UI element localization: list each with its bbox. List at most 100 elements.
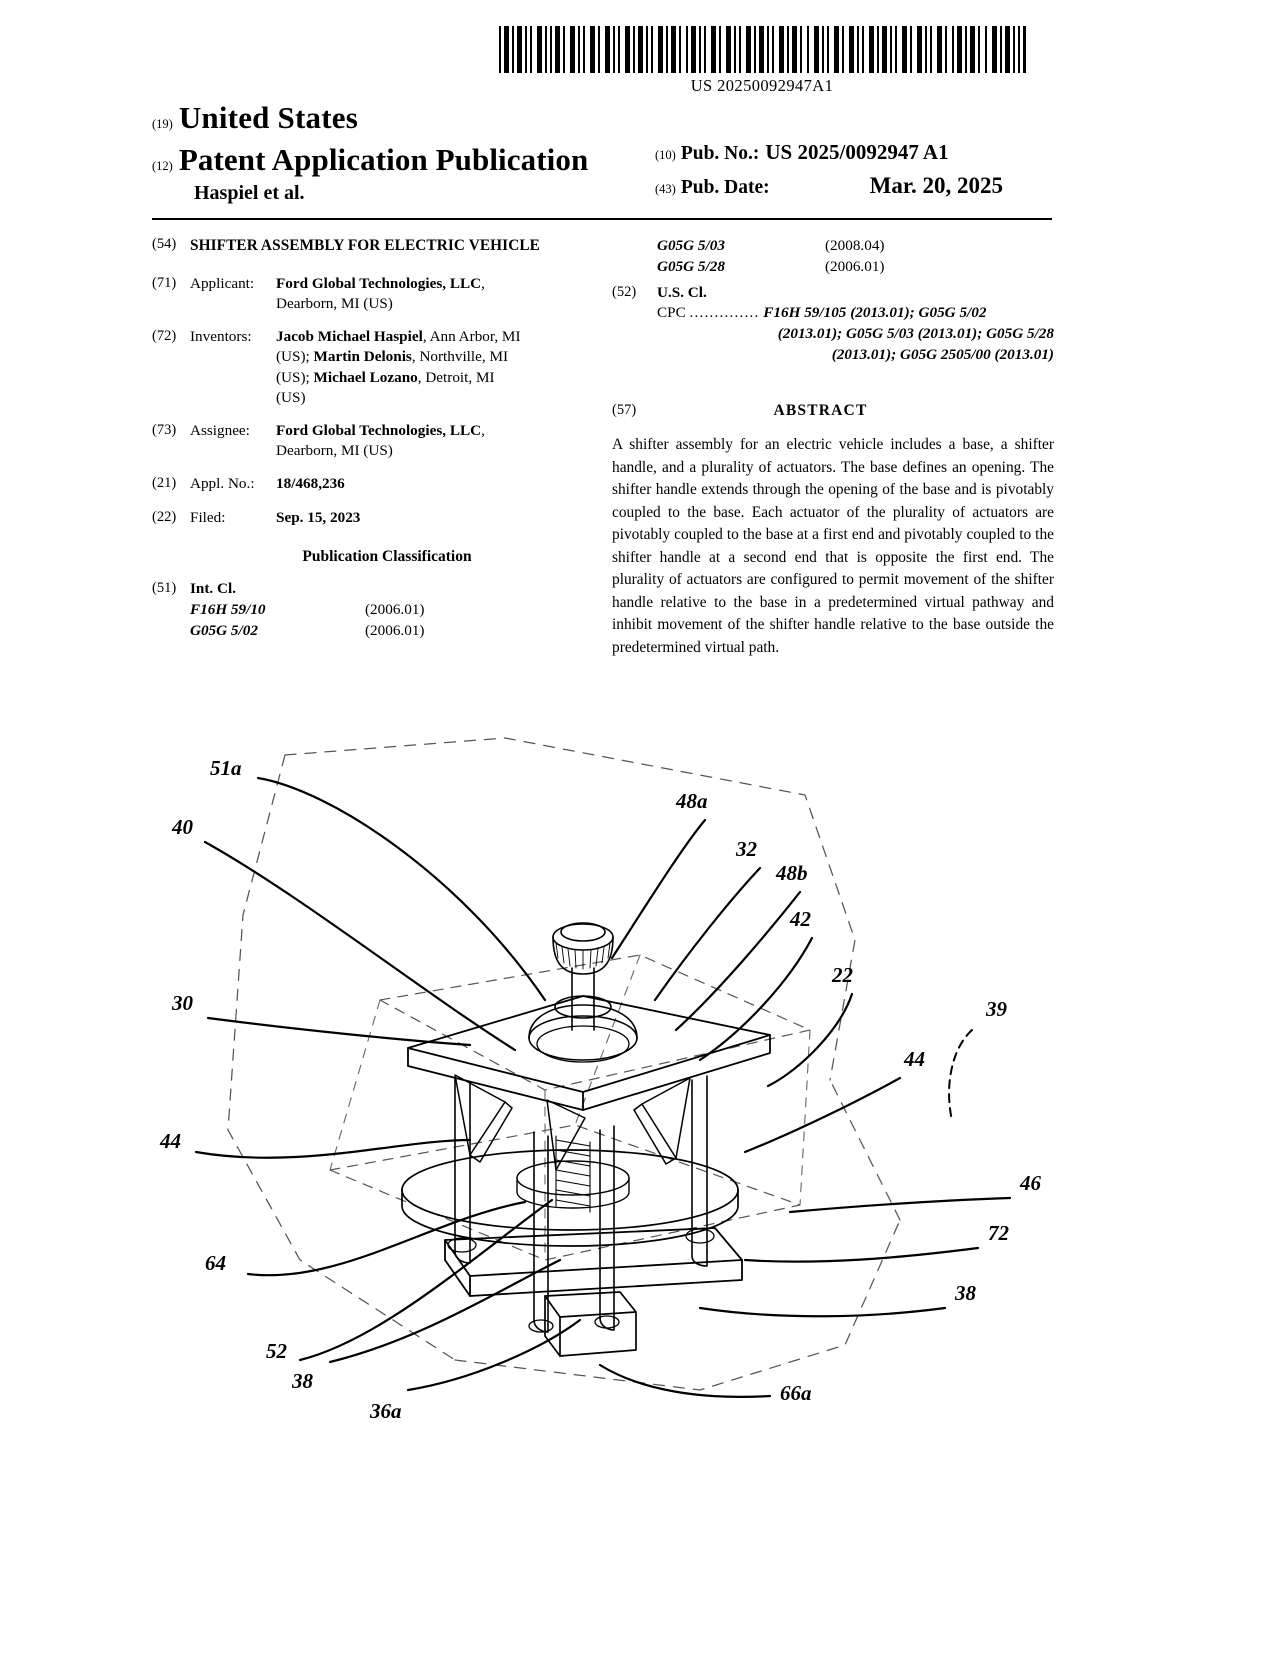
inventor-2-prefix: (US);	[276, 348, 314, 366]
int-cl-entry: G05G 5/03 (2008.04)	[612, 236, 1054, 257]
inventor-1-location: , Ann Arbor, MI	[422, 328, 521, 346]
ref-44-left: 44	[159, 1129, 181, 1153]
int-cl-entry: G05G 5/28 (2006.01)	[612, 257, 1054, 278]
author-line: Haspiel et al.	[194, 182, 305, 204]
ref-38-left: 38	[291, 1369, 314, 1393]
inventors-label: Inventors:	[190, 328, 252, 346]
int-cl-symbol: G05G 5/28	[657, 257, 725, 275]
abstract-heading: ABSTRACT	[773, 402, 868, 420]
pub-no-label: Pub. No.:	[680, 143, 760, 164]
inventor-3-name: Michael Lozano	[313, 368, 418, 386]
inventors-field: (72) Inventors: Jacob Michael Haspiel, A…	[152, 327, 592, 408]
kind-code-12: (12)	[152, 159, 173, 173]
applicant-field: (71) Applicant: Ford Global Technologies…	[152, 274, 592, 314]
filed-value: Sep. 15, 2023	[276, 508, 361, 526]
country-line: (19) United States	[152, 100, 1052, 136]
ref-40: 40	[171, 815, 194, 839]
cpc-codes-line-2: (2013.01); G05G 5/03 (2013.01); G05G 5/2…	[777, 325, 1054, 343]
inventor-3-prefix: (US);	[276, 368, 314, 386]
publication-classification-heading: Publication Classification	[302, 547, 472, 565]
filed-label: Filed:	[190, 508, 226, 526]
publication-number-barcode-text: US 20250092947A1	[690, 76, 834, 95]
shifter-assembly-drawing: 51a 40 30 44 64 52 38 36a 48a 32 48b 42 …	[159, 737, 1042, 1420]
pub-date-label: Pub. Date:	[680, 177, 770, 198]
applicant-label: Applicant:	[190, 274, 255, 292]
field-code-57: (57)	[612, 402, 637, 419]
reference-numeral-labels: 51a 40 30 44 64 52 38 36a 48a 32 48b 42 …	[159, 756, 1042, 1420]
kind-code-19: (19)	[152, 117, 173, 131]
assignee-address: Dearborn, MI (US)	[276, 442, 393, 460]
bibliographic-left-column: (54) SHIFTER ASSEMBLY FOR ELECTRIC VEHIC…	[152, 236, 592, 641]
field-code-72: (72)	[152, 328, 177, 345]
inventor-1-name: Jacob Michael Haspiel	[276, 328, 423, 346]
application-number-field: (21) Appl. No.: 18/468,236	[152, 474, 592, 494]
applicant-address: Dearborn, MI (US)	[276, 294, 393, 312]
ref-52: 52	[266, 1339, 288, 1363]
field-code-52: (52)	[612, 284, 637, 301]
int-cl-version: (2006.01)	[365, 621, 425, 639]
cpc-block: CPC .............. F16H 59/105 (2013.01)…	[612, 303, 1054, 366]
int-cl-heading: (51) Int. Cl.	[152, 580, 592, 598]
int-cl-symbol: G05G 5/03	[657, 237, 725, 254]
field-code-54: (54)	[152, 236, 177, 252]
applicant-name: Ford Global Technologies, LLC	[276, 274, 482, 292]
cpc-label: CPC	[657, 304, 686, 322]
us-cl-heading: (52) U.S. Cl.	[612, 284, 1054, 302]
ref-30: 30	[171, 991, 194, 1015]
int-cl-version: (2008.04)	[825, 237, 885, 254]
field-code-21: (21)	[152, 475, 177, 492]
inventor-2-name: Martin Delonis	[313, 348, 412, 366]
barcode-block: US 20250092947A1	[497, 26, 1027, 96]
inventor-3-country: (US)	[276, 388, 306, 406]
abstract-text: A shifter assembly for an electric vehic…	[612, 436, 1054, 656]
int-cl-symbol: G05G 5/02	[190, 621, 258, 639]
appl-no-label: Appl. No.:	[190, 475, 255, 493]
invention-title: SHIFTER ASSEMBLY FOR ELECTRIC VEHICLE	[190, 237, 540, 254]
pub-no-value: US 2025/0092947 A1	[765, 140, 949, 164]
ref-36a: 36a	[369, 1399, 402, 1420]
inventor-3-location: , Detroit, MI	[417, 368, 495, 386]
kind-code-43: (43)	[655, 182, 676, 196]
publication-info-block: (10) Pub. No.: US 2025/0092947 A1 (43) P…	[655, 140, 1055, 199]
cpc-leader-dots: ..............	[689, 304, 760, 322]
field-code-73: (73)	[152, 421, 177, 438]
cpc-codes-line-1: F16H 59/105 (2013.01); G05G 5/02	[763, 304, 987, 322]
field-code-71: (71)	[152, 274, 177, 291]
document-header: (19) United States (12) Patent Applicati…	[152, 100, 1052, 205]
cpc-codes-line-3: (2013.01); G05G 2505/00 (2013.01)	[831, 346, 1054, 364]
appl-no-value: 18/468,236	[276, 475, 345, 493]
ref-66a: 66a	[780, 1381, 812, 1405]
document-type: Patent Application Publication	[178, 142, 589, 177]
field-code-22: (22)	[152, 508, 177, 525]
patent-figure: 51a 40 30 44 64 52 38 36a 48a 32 48b 42 …	[0, 700, 1280, 1420]
int-cl-entry: G05G 5/02 (2006.01)	[152, 621, 592, 642]
ref-22: 22	[831, 963, 854, 987]
header-divider	[152, 218, 1052, 220]
ref-46: 46	[1019, 1171, 1042, 1195]
ref-42: 42	[789, 907, 812, 931]
ref-48b: 48b	[775, 861, 808, 885]
int-cl-label: Int. Cl.	[190, 579, 236, 597]
bibliographic-right-column: G05G 5/03 (2008.04) G05G 5/28 (2006.01) …	[612, 236, 1054, 659]
assignee-name: Ford Global Technologies, LLC	[276, 421, 482, 439]
ref-51a: 51a	[210, 756, 242, 780]
assignee-label: Assignee:	[190, 421, 250, 439]
cpc-line-1: CPC .............. F16H 59/105 (2013.01)…	[657, 303, 1054, 324]
ref-38-right: 38	[954, 1281, 977, 1305]
filed-field: (22) Filed: Sep. 15, 2023	[152, 508, 592, 528]
int-cl-version: (2006.01)	[365, 600, 425, 618]
invention-title-field: (54) SHIFTER ASSEMBLY FOR ELECTRIC VEHIC…	[152, 236, 592, 257]
int-cl-version: (2006.01)	[825, 257, 885, 275]
assignee-field: (73) Assignee: Ford Global Technologies,…	[152, 421, 592, 461]
int-cl-entry: F16H 59/10 (2006.01)	[152, 600, 592, 621]
ref-39: 39	[985, 997, 1008, 1021]
ref-48a: 48a	[675, 789, 708, 813]
pub-date-value: Mar. 20, 2025	[869, 173, 1003, 198]
abstract-heading-row: (57) ABSTRACT	[612, 402, 1054, 420]
publication-date-row: (43) Pub. Date: Mar. 20, 2025	[655, 173, 1055, 199]
us-cl-label: U.S. Cl.	[657, 284, 707, 302]
int-cl-symbol: F16H 59/10	[190, 600, 266, 618]
ref-64: 64	[205, 1251, 226, 1275]
doc-type-line: (12) Patent Application Publication	[152, 142, 1052, 178]
